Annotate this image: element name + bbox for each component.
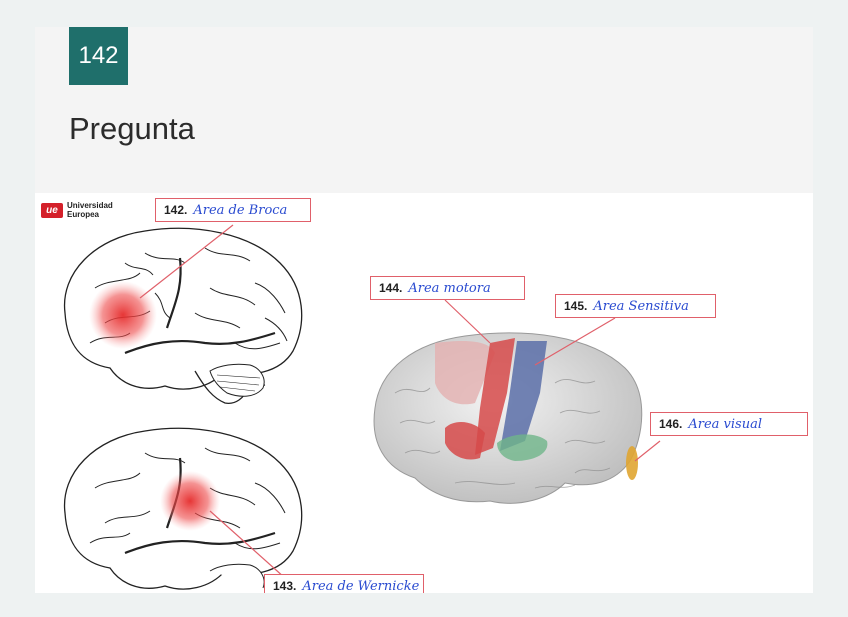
label-wernicke: 143. Area de Wernicke: [264, 574, 424, 593]
label-text: Area de Wernicke: [302, 578, 420, 594]
logo-line-2: Europea: [67, 210, 100, 219]
label-number: 146.: [659, 417, 683, 431]
label-number: 143.: [273, 579, 297, 593]
question-heading: Pregunta: [69, 111, 195, 146]
logo-mark: ue: [41, 202, 63, 218]
question-card: 142 Pregunta: [35, 27, 813, 593]
visual-area-highlight: [626, 446, 638, 480]
label-number: 144.: [379, 281, 403, 295]
label-sensory: 145. Area Sensitiva: [555, 294, 716, 318]
brain-areas-figure: ue Universidad Europea 142. Area de Broc…: [35, 193, 813, 593]
leader-lines: [139, 224, 661, 579]
label-text: Area motora: [408, 280, 491, 296]
brain-diagrams: [63, 224, 661, 590]
broca-highlight: [89, 281, 157, 349]
label-motor: 144. Area motora: [370, 276, 525, 300]
label-visual: 146. Area visual: [650, 412, 808, 436]
label-text: Area visual: [688, 416, 762, 432]
label-text: Area de Broca: [193, 202, 288, 218]
university-logo: ue Universidad Europea: [41, 201, 127, 219]
logo-text: Universidad Europea: [67, 201, 127, 219]
logo-line-1: Universidad: [67, 201, 113, 210]
label-number: 142.: [164, 203, 188, 217]
label-text: Area Sensitiva: [593, 298, 689, 314]
label-number: 145.: [564, 299, 588, 313]
brain-shaded-right: [373, 332, 643, 504]
label-broca: 142. Area de Broca: [155, 198, 311, 222]
wernicke-highlight: [160, 471, 220, 531]
question-number-badge: 142: [69, 27, 128, 85]
